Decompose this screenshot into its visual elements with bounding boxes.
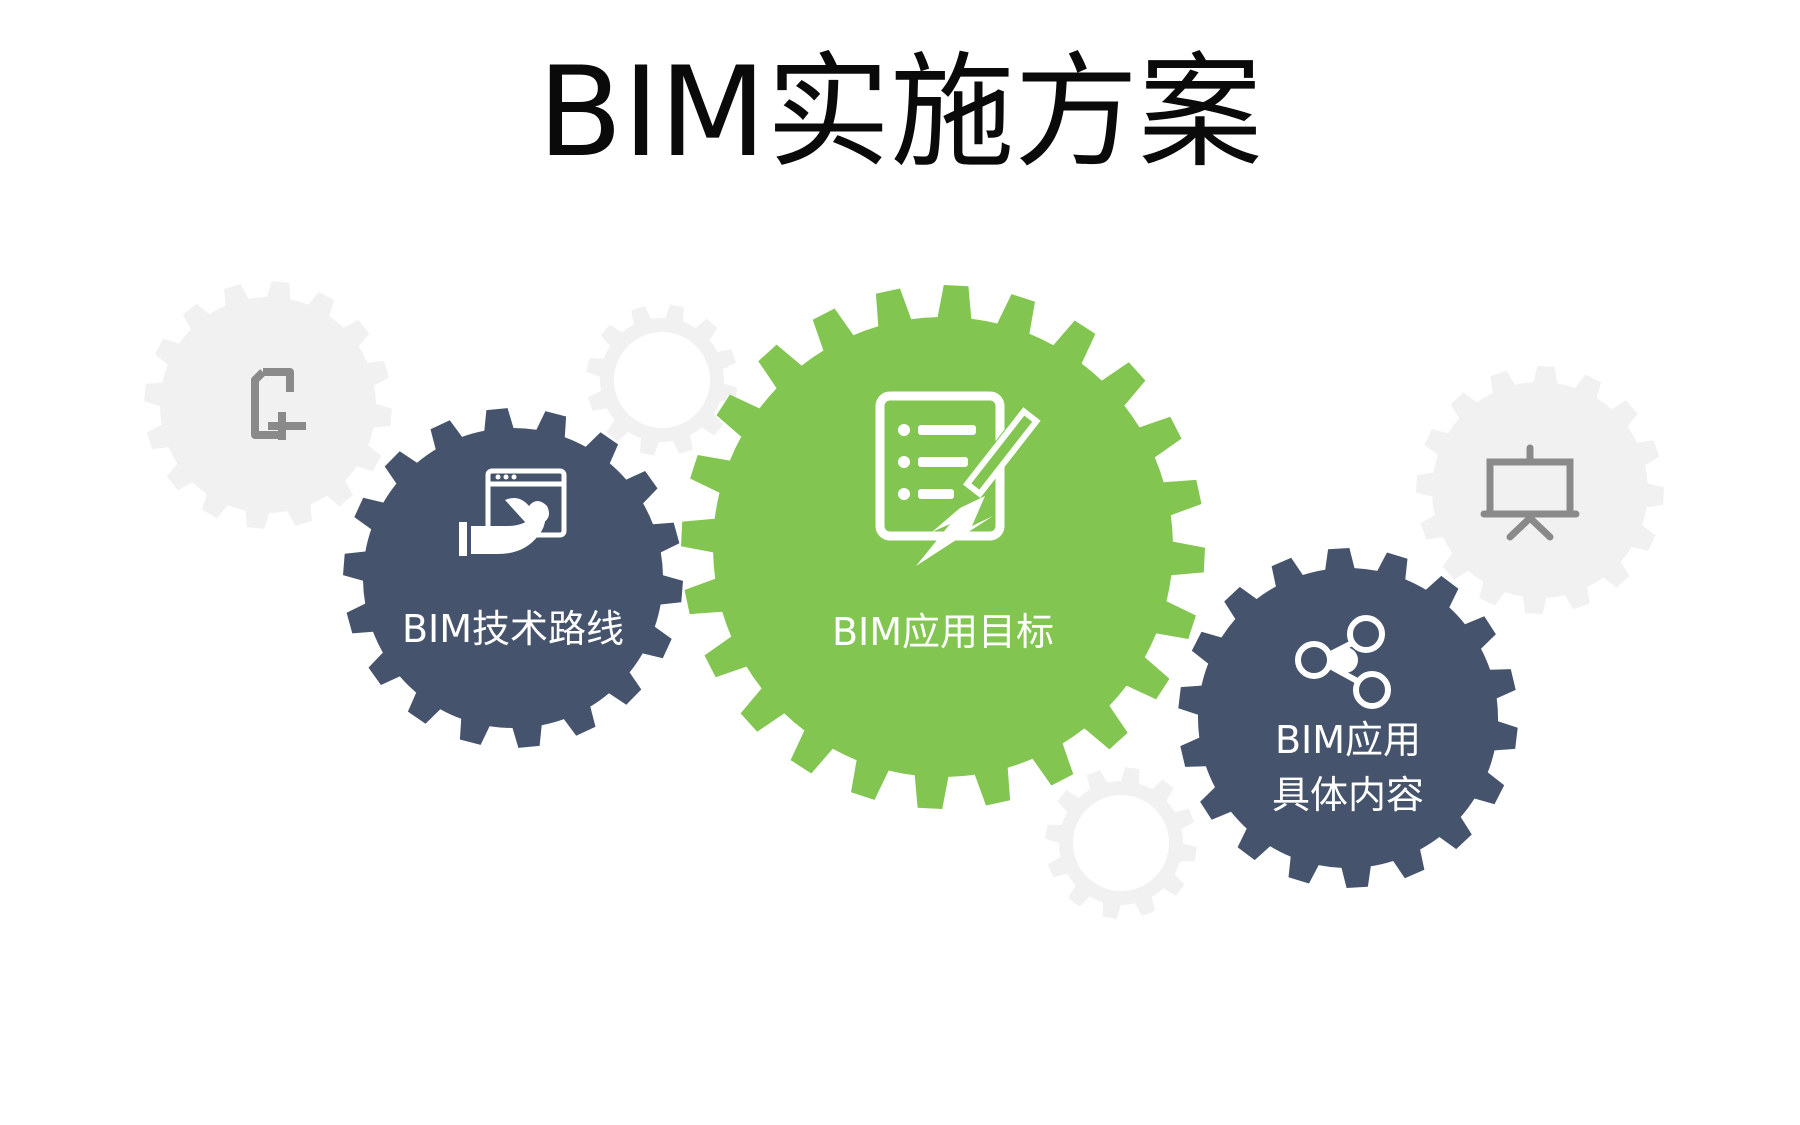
hand-holding-window-icon bbox=[459, 468, 567, 556]
gear-technical-route-label: BIM技术路线 bbox=[402, 607, 624, 651]
decor-gear-small-top bbox=[586, 304, 738, 456]
decor-gear-small-bottom bbox=[1045, 767, 1197, 919]
gear-application-content[interactable]: BIM应用 具体内容 bbox=[1178, 548, 1518, 888]
decor-gear-right bbox=[1416, 366, 1664, 614]
gear-application-content-label-line2: 具体内容 bbox=[1272, 773, 1424, 817]
page-title: BIM实施方案 bbox=[537, 41, 1263, 185]
share-nodes-icon bbox=[1295, 615, 1391, 709]
add-document-icon bbox=[251, 368, 306, 440]
checklist-with-pencil-icon bbox=[875, 391, 1042, 566]
gear-application-content-label-line1: BIM应用 bbox=[1275, 718, 1421, 762]
gear-technical-route[interactable]: BIM技术路线 bbox=[343, 408, 683, 748]
gear-application-goal[interactable]: BIM应用目标 bbox=[681, 285, 1205, 809]
gear-application-goal-label: BIM应用目标 bbox=[832, 610, 1054, 654]
presentation-board-icon bbox=[1480, 444, 1580, 541]
decor-gear-left bbox=[144, 281, 392, 529]
